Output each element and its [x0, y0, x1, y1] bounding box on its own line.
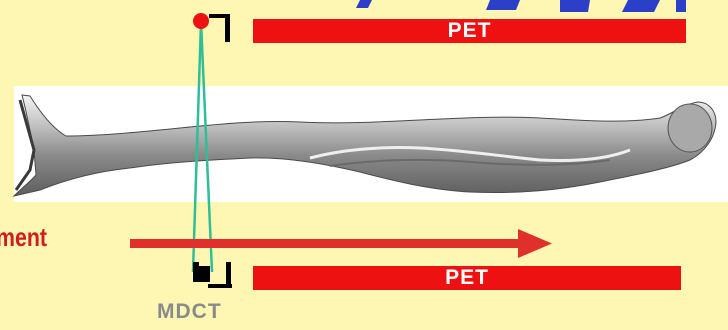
pet-bottom-label: PET — [445, 266, 489, 290]
mdct-label: MDCT — [157, 300, 222, 324]
pet-top-label: PET — [448, 19, 492, 43]
black-square-icon — [196, 266, 210, 282]
movement-label: ment — [0, 222, 47, 253]
red-dot-icon — [193, 13, 209, 29]
pet-bottom-bar: PET — [253, 266, 681, 290]
top-detector — [193, 13, 230, 42]
pet-top-bar: PET — [253, 19, 686, 43]
title-fragment — [356, 0, 686, 12]
